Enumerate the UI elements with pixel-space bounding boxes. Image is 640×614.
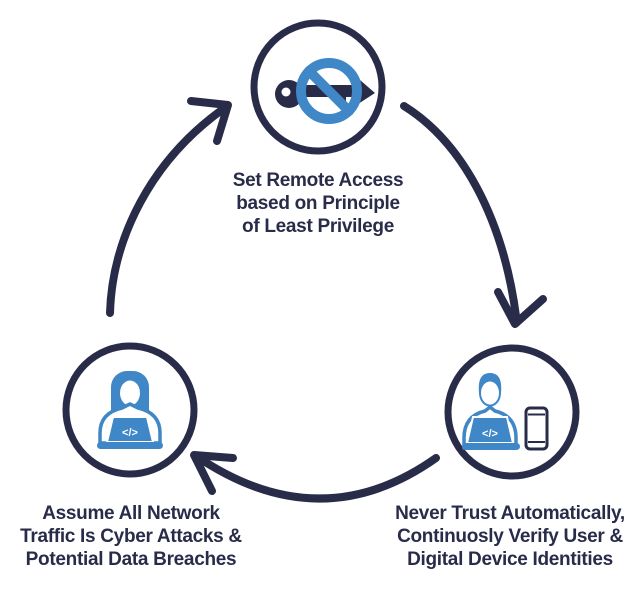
prohibition-slash bbox=[304, 66, 354, 116]
arrow-bottom-right-to-bottom-left bbox=[190, 451, 440, 503]
woman-laptop-icon: </> bbox=[97, 371, 163, 449]
arrow-curve bbox=[192, 452, 440, 503]
arrowhead-left-icon bbox=[190, 451, 237, 495]
arrow-bottom-left-to-top bbox=[106, 97, 232, 317]
caption-least-privilege: Set Remote Access based on Principle of … bbox=[208, 169, 428, 238]
node-circle bbox=[444, 344, 580, 480]
prohibition-icon bbox=[296, 58, 362, 124]
key-hole bbox=[281, 87, 291, 97]
caption-verify-identities: Never Trust Automatically, Continuosly V… bbox=[390, 502, 630, 571]
phone-body bbox=[524, 406, 549, 451]
man-laptop-phone-icon: </> bbox=[462, 373, 549, 451]
woman-face bbox=[120, 380, 140, 406]
node-verify-identities: </> bbox=[444, 344, 580, 480]
node-assume-breach: </> bbox=[62, 342, 198, 478]
caption-line: Digital Device Identities bbox=[407, 549, 613, 570]
phone-icon bbox=[524, 406, 549, 451]
caption-line: Set Remote Access bbox=[232, 170, 404, 191]
prohibition-ring bbox=[296, 58, 362, 124]
caption-line: Never Trust Automatically, bbox=[395, 503, 625, 524]
arrow-curve bbox=[106, 103, 230, 317]
man-hair bbox=[478, 373, 502, 393]
cycle-arrows bbox=[106, 97, 547, 503]
caption-line: of Least Privilege bbox=[242, 216, 394, 237]
arrow-curve bbox=[400, 102, 520, 320]
caption-line: based on Principle bbox=[236, 193, 400, 214]
caption-assume-breach: Assume All Network Traffic Is Cyber Atta… bbox=[11, 502, 251, 571]
arrowhead-up-right-icon bbox=[187, 97, 232, 145]
laptop-code-label: </> bbox=[122, 427, 138, 439]
laptop-base bbox=[97, 442, 163, 449]
laptop-code-label: </> bbox=[482, 428, 498, 440]
man-face bbox=[479, 379, 501, 407]
arrow-top-to-bottom-right bbox=[400, 102, 547, 328]
caption-line: Traffic Is Cyber Attacks & bbox=[20, 526, 242, 547]
caption-line: Potential Data Breaches bbox=[25, 549, 237, 570]
node-least-privilege bbox=[250, 19, 386, 155]
caption-line: Continuosly Verify User & bbox=[397, 526, 623, 547]
laptop-base bbox=[462, 443, 520, 450]
caption-line: Assume All Network bbox=[42, 503, 220, 524]
arrowhead-down-icon bbox=[494, 288, 547, 328]
